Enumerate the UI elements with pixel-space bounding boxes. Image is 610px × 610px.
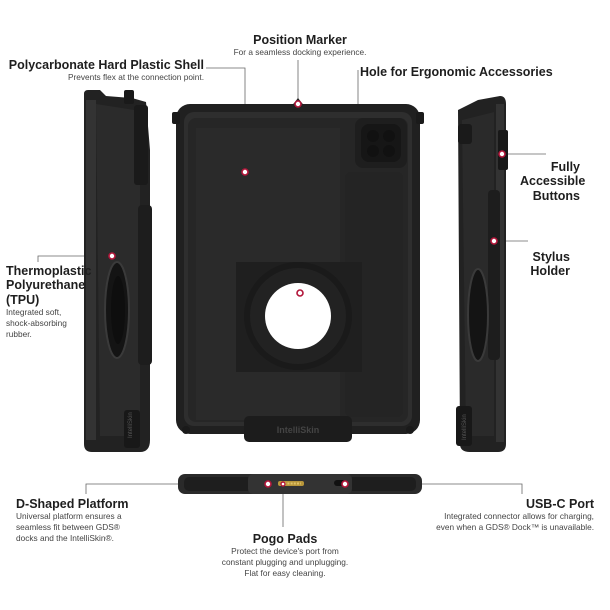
buttons-line3: Buttons bbox=[532, 188, 580, 203]
shell-desc: Prevents flex at the connection point. bbox=[67, 72, 204, 82]
pogo-desc3: Flat for easy cleaning. bbox=[244, 567, 326, 578]
pogo-desc: Protect the device's port from constant … bbox=[195, 546, 375, 578]
tpu-line2: Polyurethane bbox=[6, 278, 86, 293]
shell-title: Polycarbonate Hard Plastic Shell bbox=[8, 58, 204, 72]
tpu-title: Thermoplastic Polyurethane (TPU) bbox=[6, 264, 96, 307]
tpu-desc: Integrated soft, shock-absorbing rubber. bbox=[6, 307, 96, 339]
center-view-logo: IntelliSkin bbox=[277, 425, 320, 435]
platform-desc: Universal platform ensures a seamless fi… bbox=[16, 511, 186, 543]
left-side-view: IntelliSkin bbox=[84, 90, 152, 452]
usbc-desc2: even when a GDS® Dock™ is unavailable. bbox=[436, 521, 594, 532]
tpu-desc3: rubber. bbox=[6, 328, 32, 339]
buttons-line1: Fully bbox=[550, 160, 580, 174]
usbc-desc: Integrated connector allows for charging… bbox=[370, 511, 594, 533]
stylus-line1: Stylus bbox=[532, 250, 570, 264]
pogo-title: Pogo Pads bbox=[252, 532, 318, 546]
pogo-desc1: Protect the device's port from bbox=[231, 546, 339, 556]
tpu-line3: (TPU) bbox=[6, 292, 40, 307]
stylus-line2: Holder bbox=[530, 264, 570, 279]
tpu-line1: Thermoplastic bbox=[6, 264, 92, 278]
buttons-title: Fully Accessible Buttons bbox=[520, 160, 586, 203]
position-marker-desc: For a seamless docking experience. bbox=[233, 47, 367, 57]
tpu-desc2: shock-absorbing bbox=[6, 317, 67, 328]
right-side-view: IntelliSkin bbox=[456, 96, 508, 452]
bottom-edge-view bbox=[178, 474, 422, 494]
platform-desc3: docks and the IntelliSkin®. bbox=[16, 532, 114, 543]
callout-markers bbox=[108, 100, 506, 488]
right-view-logo: IntelliSkin bbox=[462, 414, 468, 440]
platform-desc1: Universal platform ensures a bbox=[16, 511, 122, 521]
position-marker-title: Position Marker bbox=[253, 33, 347, 47]
hole-title: Hole for Ergonomic Accessories bbox=[360, 65, 553, 79]
stylus-title: Stylus Holder bbox=[520, 250, 570, 279]
left-view-logo: IntelliSkin bbox=[128, 412, 134, 438]
buttons-line2: Accessible bbox=[520, 174, 586, 189]
usbc-desc1: Integrated connector allows for charging… bbox=[444, 511, 594, 521]
center-back-view: IntelliSkin bbox=[172, 98, 424, 442]
pogo-desc2: constant plugging and unplugging. bbox=[221, 556, 349, 567]
tpu-desc1: Integrated soft, bbox=[6, 307, 62, 317]
usbc-title: USB-C Port bbox=[525, 497, 594, 511]
platform-title: D-Shaped Platform bbox=[16, 497, 129, 511]
platform-desc2: seamless fit between GDS® bbox=[16, 521, 120, 532]
